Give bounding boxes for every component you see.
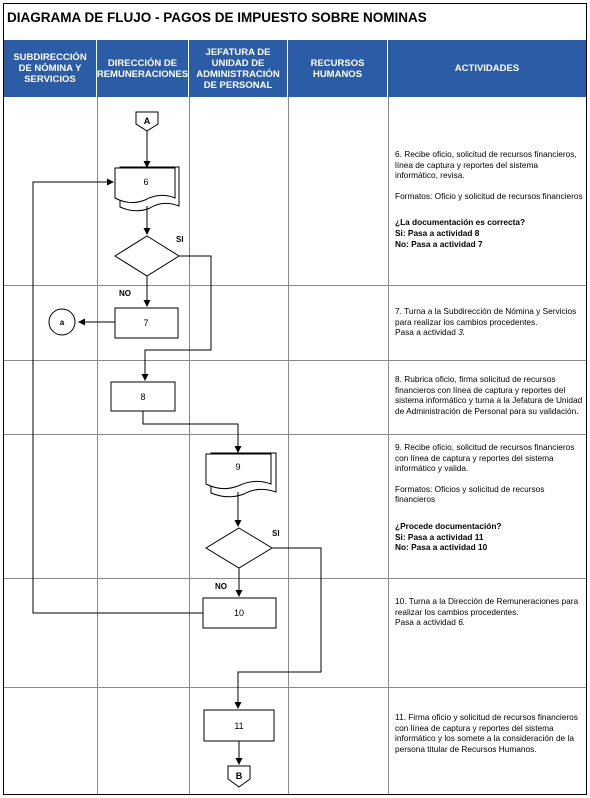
process-node-7 (114, 307, 179, 339)
page-frame (3, 3, 587, 795)
node-11-label: 11 (234, 721, 243, 731)
offpage-connector-a (135, 111, 159, 132)
row-divider (4, 434, 586, 435)
flow-arrow (141, 255, 212, 381)
node-6-label: 6 (143, 177, 148, 187)
decision-documentacion-correcta (114, 235, 180, 277)
activity-9: 9. Recibe oficio, solicitud de recursos … (395, 442, 575, 553)
activity-8: 8. Rubrica oficio, firma solicitud de re… (395, 374, 583, 416)
flow-arrow (32, 178, 203, 614)
decision-1-no-label: NO (119, 289, 131, 298)
activity-10: 10. Turna a la Dirección de Remuneracion… (395, 596, 579, 628)
row-divider (4, 687, 586, 688)
node-7-label: 7 (143, 318, 148, 328)
lane-divider (288, 97, 289, 794)
column-header-recursos-humanos: RECURSOS HUMANOS (288, 40, 388, 97)
process-node-8 (110, 381, 176, 412)
document-node-6 (114, 167, 176, 204)
column-header-subdireccion: SUBDIRECCIÓN DE NÓMINA Y SERVICIOS (4, 40, 97, 97)
connector-circle-a (48, 308, 76, 336)
column-header-direccion: DIRECCIÓN DE REMUNERACIONES (97, 40, 189, 97)
process-node-11 (203, 709, 275, 742)
row-divider (4, 578, 586, 579)
decision-procede-documentacion (205, 527, 273, 569)
flow-arrow (234, 547, 322, 709)
column-header-jefatura: JEFATURA DE UNIDAD DE ADMINISTRACIÓN DE … (189, 40, 288, 97)
page-title: DIAGRAMA DE FLUJO - PAGOS DE IMPUESTO SO… (7, 10, 427, 25)
connector-a-label: A (144, 116, 151, 126)
column-header-actividades: ACTIVIDADES (388, 40, 586, 97)
lane-divider (388, 97, 389, 794)
node-8-label: 8 (140, 392, 145, 402)
decision-2-yes-label: SI (272, 529, 280, 538)
node-9-label: 9 (235, 462, 240, 472)
node-10-label: 10 (234, 608, 244, 618)
decision-2-no-label: NO (215, 582, 227, 591)
row-divider (4, 360, 586, 361)
row-divider (4, 285, 586, 286)
lane-divider (97, 97, 98, 794)
document-node-9 (205, 453, 272, 490)
lane-divider (189, 97, 190, 794)
flow-arrow (142, 411, 242, 453)
activity-7: 7. Turna a la Subdirección de Nómina y S… (395, 306, 577, 338)
offpage-connector-b (227, 765, 251, 788)
connector-a-small-label: a (60, 318, 65, 327)
activity-11: 11. Firma oficio y solicitud de recursos… (395, 712, 578, 754)
process-node-10 (202, 597, 277, 629)
activity-6: 6. Recibe oficio, solicitud de recursos … (395, 149, 583, 249)
connector-b-label: B (236, 771, 243, 781)
decision-1-yes-label: SI (176, 235, 184, 244)
